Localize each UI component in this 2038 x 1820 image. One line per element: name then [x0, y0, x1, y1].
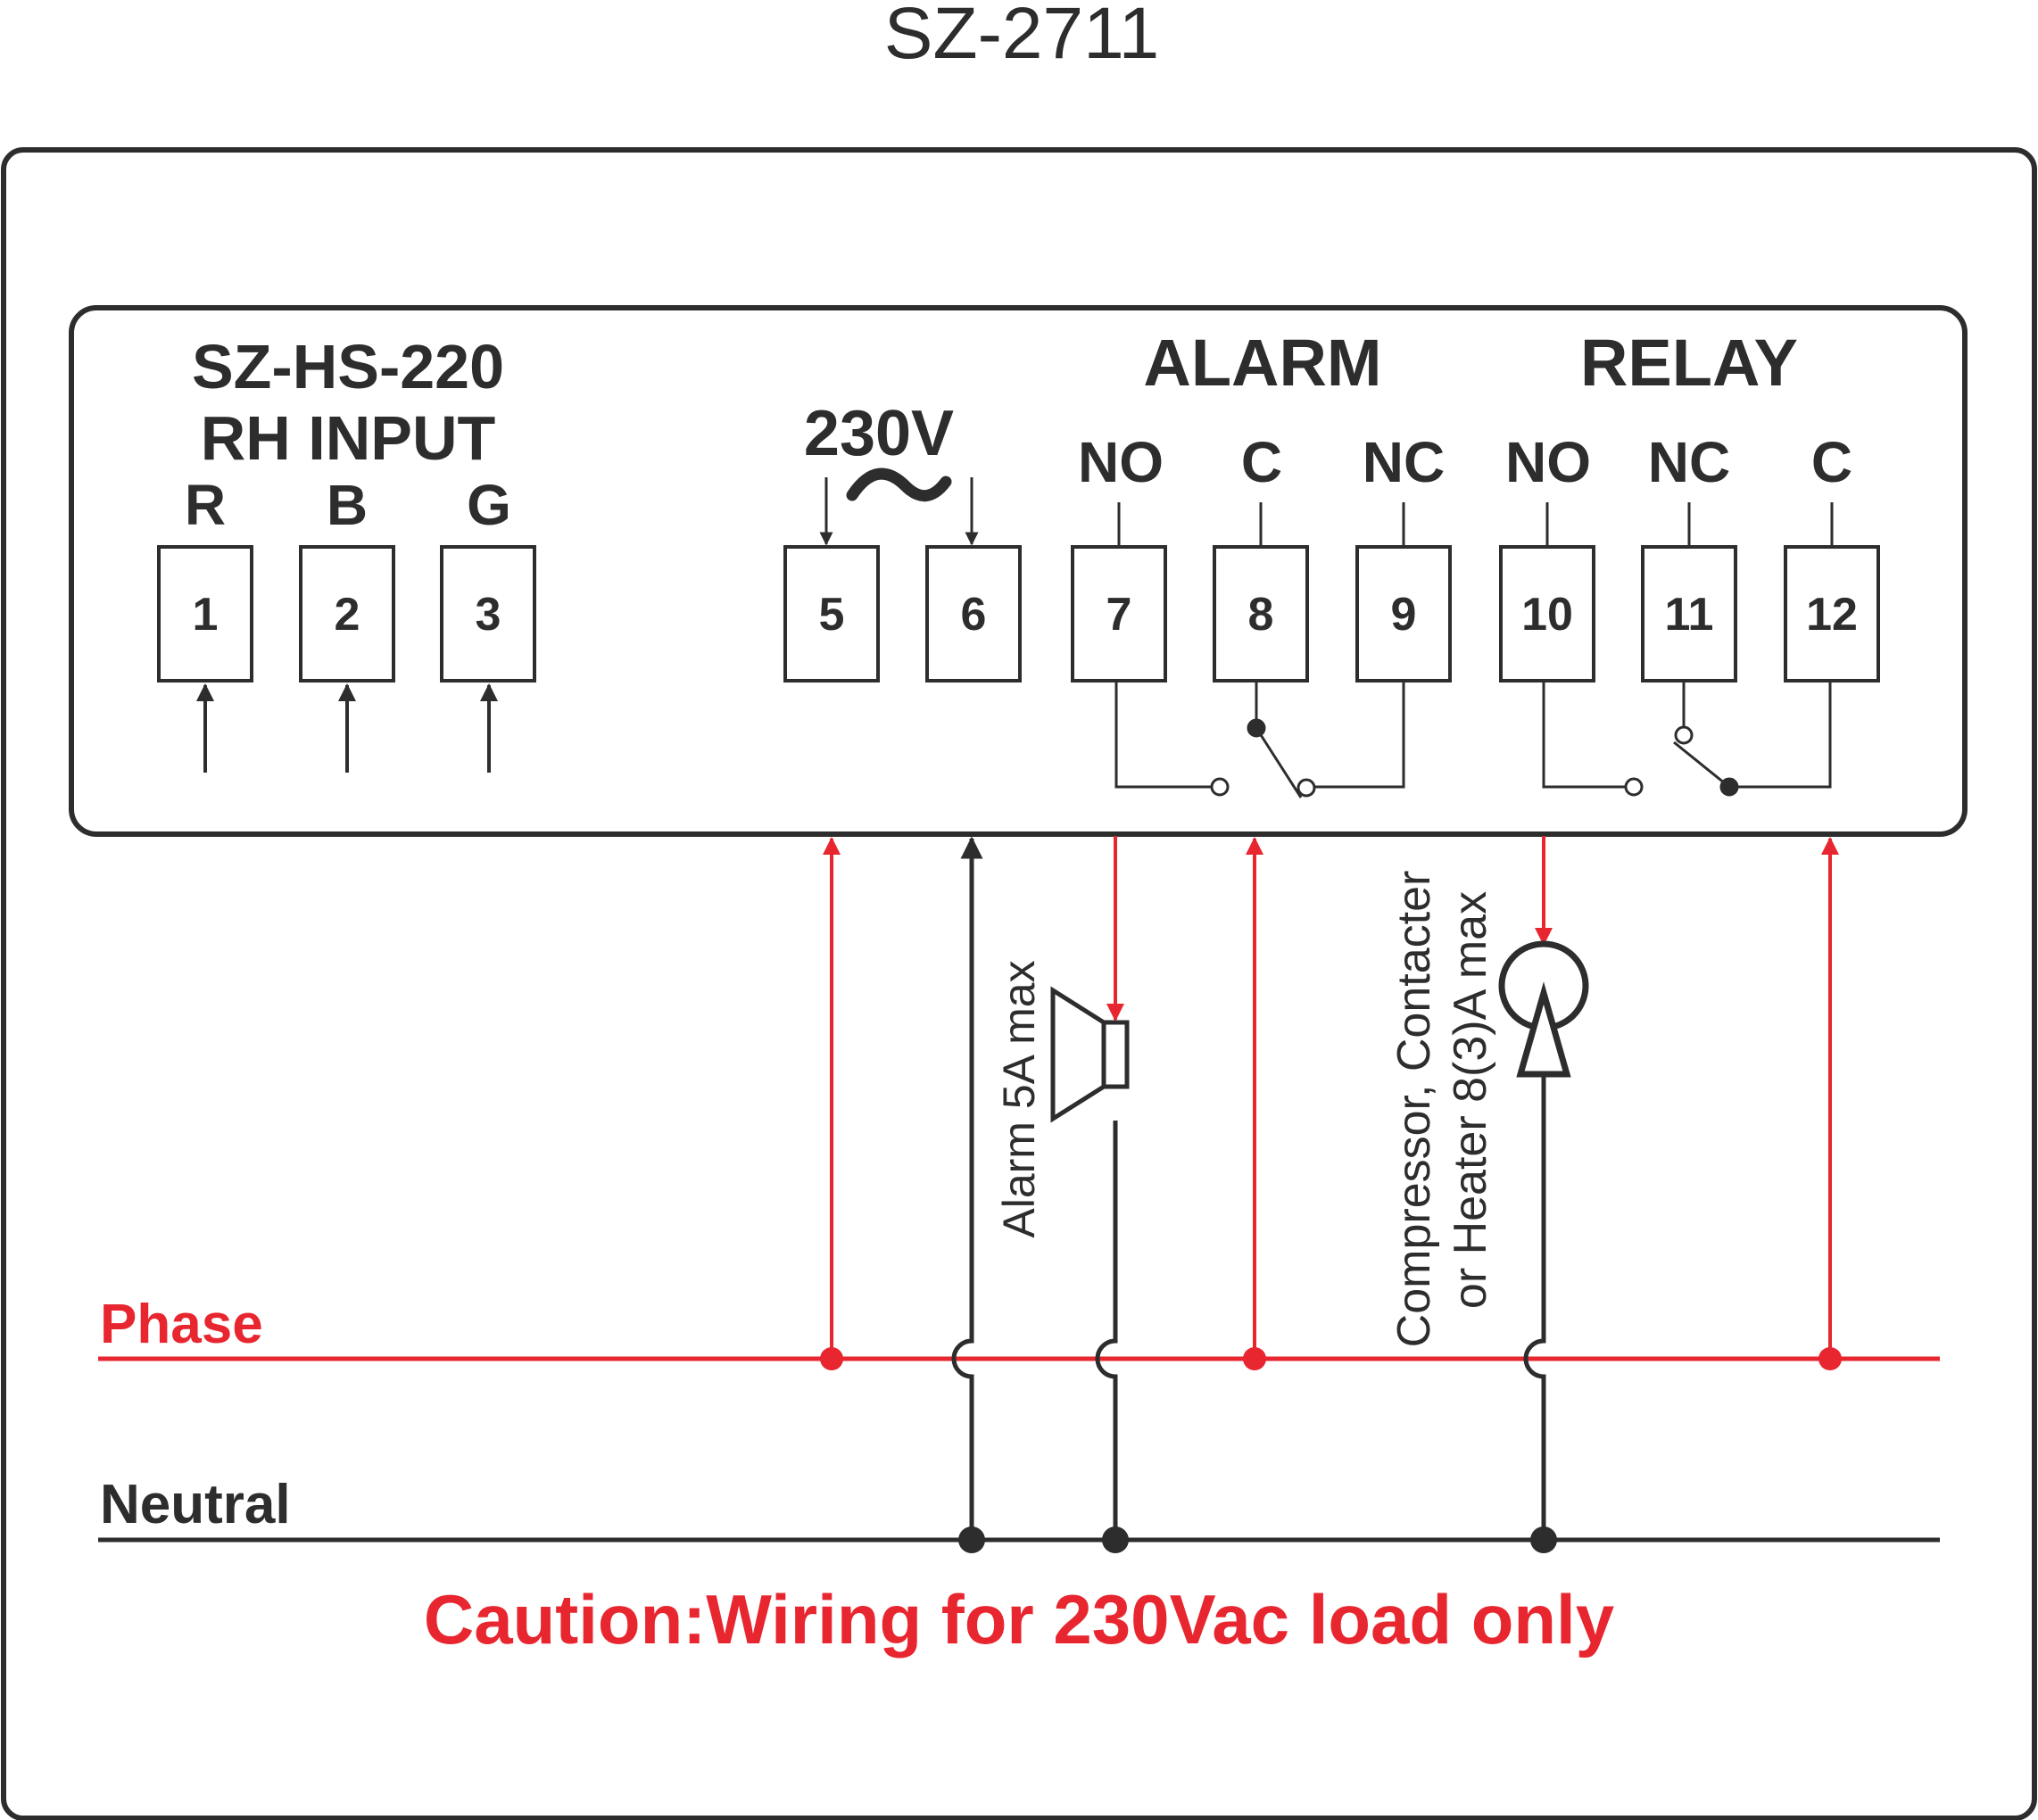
relay-switch-icon [1542, 681, 1832, 797]
terminal-3-number: 3 [476, 589, 501, 641]
device-frame [1, 147, 2037, 1820]
terminal-6-number: 6 [961, 589, 987, 641]
compressor-load-icon [1498, 940, 1589, 1078]
diagram-title: SZ-2711 [884, 0, 1159, 74]
terminal-10-number: 10 [1521, 589, 1573, 641]
phase-label: Phase [100, 1294, 263, 1355]
relay-label: RELAY [1580, 326, 1798, 400]
power-input-arrows [819, 477, 979, 546]
terminal-9-number: 9 [1391, 589, 1417, 641]
terminal-11-number: 11 [1665, 589, 1714, 641]
relay-load-label-line1: Compressor, Contacter [1388, 871, 1440, 1348]
alarm-contact-c: C [1241, 430, 1282, 494]
pin-label-g: G [467, 473, 511, 537]
terminal-9: 9 [1355, 545, 1452, 682]
neutral-wires [951, 836, 1546, 1540]
terminal-8-number: 8 [1248, 589, 1274, 641]
terminal-10: 10 [1499, 545, 1595, 682]
terminal-11: 11 [1641, 545, 1737, 682]
sensor-input-arrows [196, 683, 498, 773]
terminal-2: 2 [299, 545, 395, 682]
terminal-3: 3 [440, 545, 536, 682]
pin-label-r: R [185, 473, 226, 537]
alarm-contact-no: NO [1078, 430, 1164, 494]
alarm-switch-icon [1114, 681, 1405, 798]
load-feed-wires [1106, 836, 1553, 1022]
rh-input-label: RH INPUT [201, 403, 496, 473]
contact-leads [1117, 502, 1834, 547]
neutral-wire-relay [1523, 1074, 1546, 1540]
phase-junctions [820, 1347, 1842, 1370]
phase-wires [823, 837, 1839, 1359]
alarm-load-label: Alarm 5A max [994, 960, 1044, 1237]
terminal-panel [69, 305, 1968, 837]
caution-text: Caution:Wiring for 230Vac load only [424, 1580, 1614, 1659]
terminal-7-number: 7 [1106, 589, 1132, 641]
neutral-wire-6 [951, 836, 983, 1540]
terminal-6: 6 [925, 545, 1022, 682]
relay-contact-c: C [1811, 430, 1852, 494]
terminal-5: 5 [783, 545, 880, 682]
terminal-8: 8 [1213, 545, 1309, 682]
terminal-1: 1 [157, 545, 253, 682]
relay-load-label-line2: or Heater 8(3)A max [1445, 891, 1496, 1309]
neutral-label: Neutral [100, 1474, 291, 1535]
voltage-label: 230V [804, 398, 954, 469]
alarm-contact-nc: NC [1363, 430, 1445, 494]
neutral-wire-alarm [1095, 1121, 1118, 1540]
terminal-12-number: 12 [1806, 589, 1858, 641]
terminal-12: 12 [1784, 545, 1880, 682]
sensor-model-label: SZ-HS-220 [192, 332, 504, 401]
relay-contact-no: NO [1505, 430, 1591, 494]
ac-tilde-icon [846, 467, 952, 502]
alarm-speaker-icon [1050, 986, 1130, 1123]
terminal-2-number: 2 [335, 589, 360, 641]
terminal-5-number: 5 [819, 589, 845, 641]
terminal-7: 7 [1071, 545, 1167, 682]
pin-label-b: B [327, 473, 368, 537]
neutral-junctions [958, 1526, 1557, 1553]
alarm-label: ALARM [1143, 326, 1381, 400]
terminal-1-number: 1 [193, 589, 219, 641]
relay-contact-nc: NC [1648, 430, 1730, 494]
